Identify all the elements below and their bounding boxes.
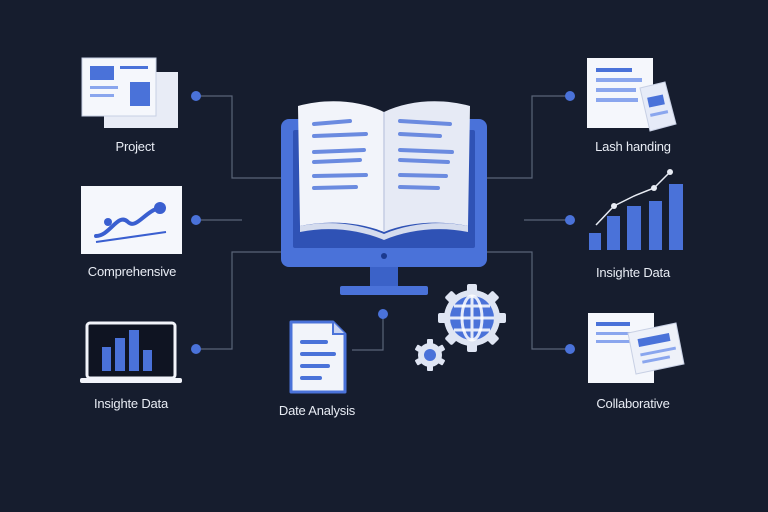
dot-collaborative bbox=[565, 344, 575, 354]
monitor-base bbox=[340, 286, 428, 295]
book-icon bbox=[281, 101, 487, 295]
monitor-power-dot bbox=[381, 253, 387, 259]
shared-documents-icon bbox=[588, 313, 685, 383]
rising-bar-chart-icon bbox=[589, 169, 683, 250]
line-chart-icon bbox=[81, 186, 182, 254]
connectors bbox=[196, 95, 570, 351]
node-label-insight-left: Insighte Data bbox=[93, 396, 168, 411]
connector-collaborative bbox=[486, 251, 570, 350]
node-label-data-analysis: Date Analysis bbox=[278, 403, 356, 418]
monitor-neck bbox=[370, 267, 398, 287]
connector-project bbox=[196, 95, 282, 179]
dot-comprehensive bbox=[191, 215, 201, 225]
files-icon bbox=[587, 58, 677, 132]
book-bottom-edge bbox=[300, 223, 468, 240]
connector-lash bbox=[486, 95, 570, 179]
node-label-insight-right: Insighte Data bbox=[595, 265, 670, 280]
globe-icon bbox=[450, 294, 494, 342]
book-text-left bbox=[312, 119, 368, 190]
dot-project bbox=[191, 91, 201, 101]
node-label-comprehensive: Comprehensive bbox=[87, 264, 177, 279]
connector-insight-left bbox=[196, 251, 282, 350]
connector-data-analysis bbox=[352, 314, 384, 351]
laptop-bar-chart-icon bbox=[80, 321, 182, 383]
connector-dots bbox=[191, 91, 575, 354]
document-icon bbox=[289, 320, 347, 394]
dot-insight-left bbox=[191, 344, 201, 354]
dot-lash bbox=[565, 91, 575, 101]
dot-data-analysis bbox=[378, 309, 388, 319]
dot-insight-right bbox=[565, 215, 575, 225]
node-label-lash: Lash handing bbox=[595, 139, 671, 154]
node-label-collaborative: Collaborative bbox=[596, 396, 670, 411]
node-label-project: Project bbox=[115, 139, 155, 154]
documents-icon bbox=[81, 57, 178, 128]
book-text-right bbox=[398, 119, 454, 190]
